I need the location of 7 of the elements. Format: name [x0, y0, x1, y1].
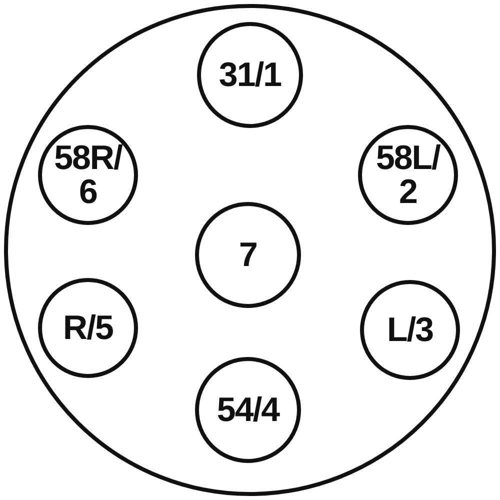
pin-label: R/5: [62, 311, 114, 345]
pin-label: 58R/ 6: [53, 141, 123, 209]
pin-label: L/3: [386, 313, 434, 347]
pin-label: 54/4: [216, 393, 281, 427]
pin-label: 58L/ 2: [374, 141, 442, 209]
pin-label: 7: [238, 238, 258, 272]
pin-label: 31/1: [218, 58, 282, 92]
